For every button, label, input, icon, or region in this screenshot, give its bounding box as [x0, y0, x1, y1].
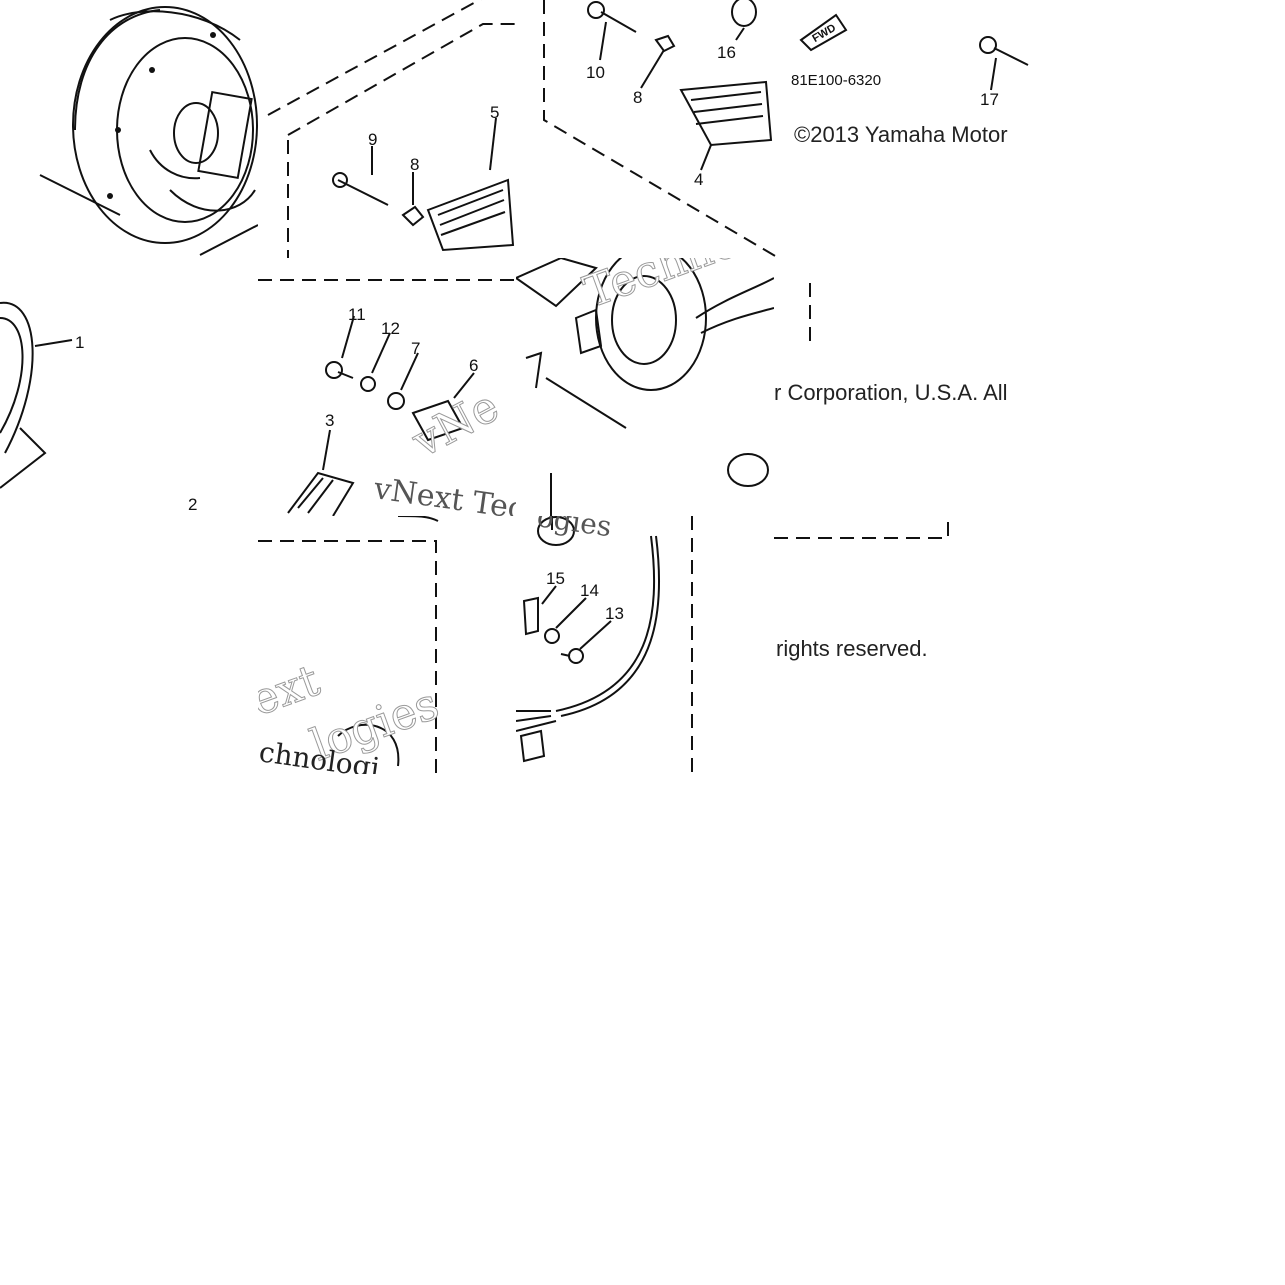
watermark-3: vNext Tec	[371, 471, 516, 516]
tile-upper-right: 10 8 16 4 17 FWD 81E100-6320 ©2013 Yamah…	[516, 0, 1032, 258]
callout-5: 5	[490, 103, 499, 122]
copyright-line-3: rights reserved.	[776, 636, 928, 661]
flywheel-drawing	[39, 6, 258, 256]
callout-4: 4	[694, 170, 703, 189]
callout-17: 17	[980, 90, 999, 109]
callout-11: 11	[348, 305, 366, 324]
part-code: 81E100-6320	[791, 72, 881, 89]
callout-2: 2	[188, 495, 197, 514]
copyright-line-2: r Corporation, U.S.A. All	[774, 380, 1008, 405]
callout-1: 1	[75, 333, 84, 352]
watermark-4: ogies	[535, 516, 614, 543]
callout-12: 12	[381, 319, 400, 338]
callout-8: 8	[410, 155, 419, 174]
coil-upper-drawing: 9 8 5	[267, 0, 516, 258]
callout-10: 10	[586, 63, 605, 82]
middle-parts-drawing: 11 12 7 6 3 vNext Tec vNe	[258, 279, 516, 516]
stator-drawing: Techno	[516, 258, 774, 516]
tile-middle-parts: 11 12 7 6 3 vNext Tec vNe	[258, 258, 516, 516]
callout-13: 13	[605, 604, 624, 623]
tile-lower-left: ext logies chnologi	[258, 516, 516, 774]
callout-14: 14	[580, 581, 599, 600]
tile-coil-upper: 9 8 5	[258, 0, 516, 258]
lower-left-drawing: ext logies chnologi	[258, 516, 446, 774]
upper-right-drawing: 10 8 16 4 17 FWD 81E100-6320 ©2013 Yamah…	[543, 0, 1029, 258]
copyright-2-drawing: r Corporation, U.S.A. All	[774, 283, 1008, 405]
tile-stator: Techno	[516, 258, 774, 516]
tile-flywheel	[0, 0, 258, 258]
callout-3: 3	[325, 411, 334, 430]
harness-drawing: 15 14 13 ogies	[516, 516, 693, 774]
fwd-arrow-icon	[799, 13, 848, 52]
tile-copyright-2: r Corporation, U.S.A. All	[774, 258, 1032, 516]
callout-15: 15	[546, 569, 565, 588]
callout-9: 9	[368, 130, 377, 149]
left-ring-drawing: 1 2	[0, 301, 197, 514]
callout-6: 6	[469, 356, 478, 375]
tile-copyright-3: rights reserved.	[774, 516, 1032, 774]
copyright-line-1: ©2013 Yamaha Motor	[794, 122, 1008, 147]
callout-16: 16	[717, 43, 736, 62]
watermark-1: Techno	[577, 258, 745, 318]
callout-8-b: 8	[633, 88, 642, 107]
copyright-3-drawing: rights reserved.	[774, 516, 949, 661]
tile-harness: 15 14 13 ogies	[516, 516, 774, 774]
watermark-2: vNe	[403, 381, 507, 468]
callout-7: 7	[411, 339, 420, 358]
tile-left-ring: 1 2	[0, 258, 258, 516]
watermark-5: ext	[258, 655, 326, 726]
